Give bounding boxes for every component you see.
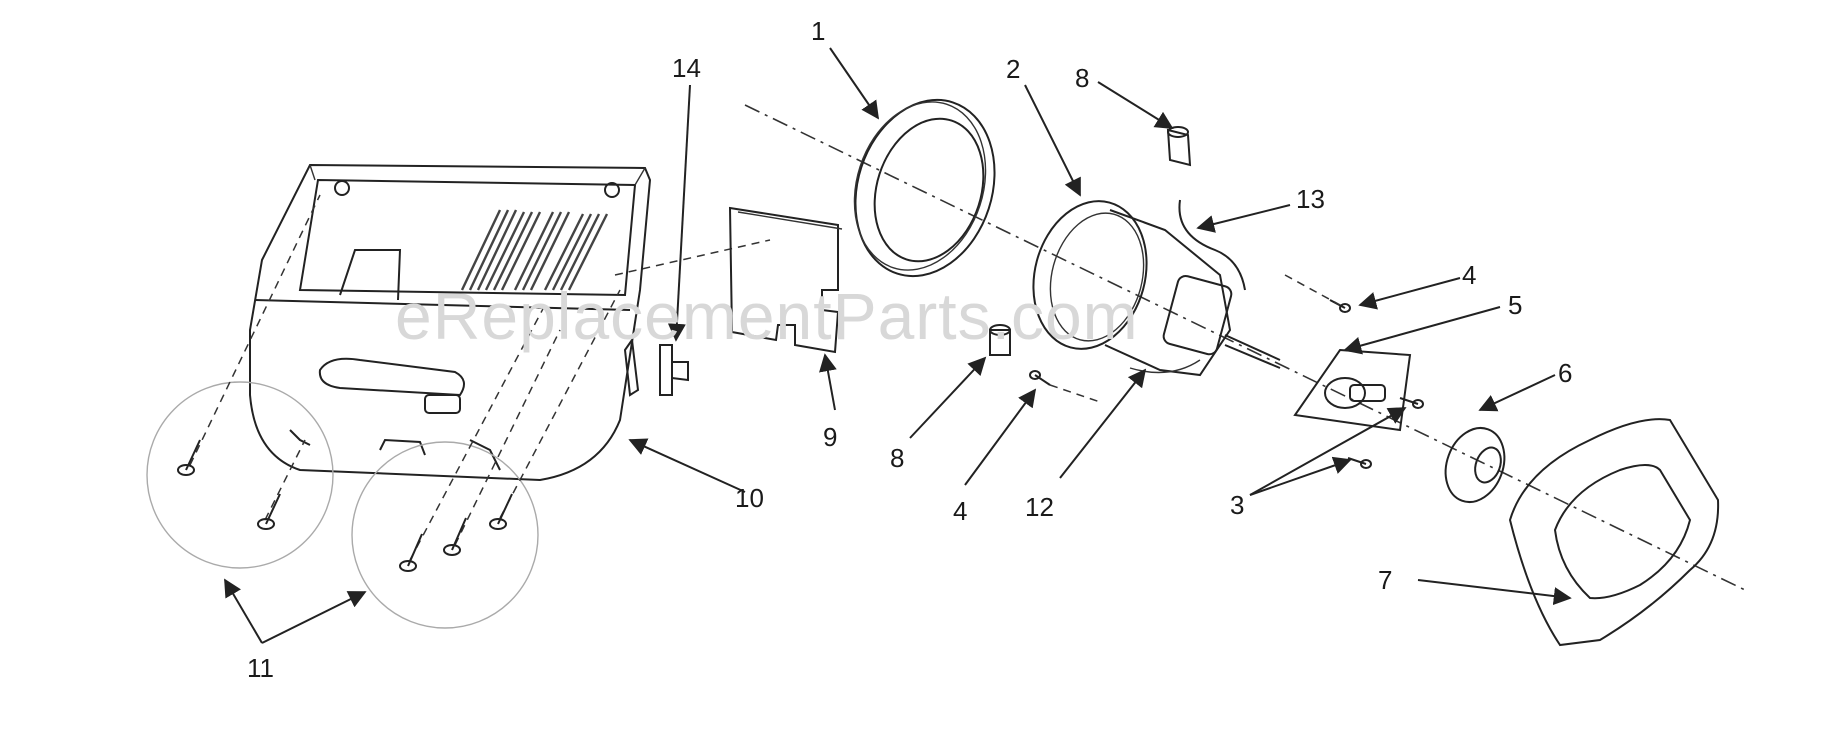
callout-2: 2 <box>1006 54 1021 84</box>
clip-part-14 <box>659 344 689 396</box>
screw-part-4-bottom <box>1029 370 1051 386</box>
watermark-text: eReplacementParts.com <box>395 279 1139 353</box>
callout-12: 12 <box>1025 492 1054 522</box>
callout-14: 14 <box>672 53 701 83</box>
motor-part-2 <box>1032 199 1281 377</box>
screw-5 <box>489 493 513 530</box>
callout-7: 7 <box>1378 565 1393 595</box>
leader-arrows <box>224 47 1572 644</box>
plate-part-9 <box>728 206 843 354</box>
callout-4-top: 4 <box>1462 260 1477 290</box>
screw-part-3-bottom <box>1347 457 1372 469</box>
callout-1: 1 <box>811 16 826 46</box>
screw-part-4-top <box>1329 299 1351 313</box>
fan-part-6 <box>1444 427 1506 503</box>
housing-part <box>249 163 652 482</box>
screw-2 <box>257 493 281 530</box>
assembly-axis-line-left <box>614 239 771 276</box>
screw-1 <box>177 439 201 476</box>
detail-circle-left <box>146 381 334 569</box>
callout-8-top: 8 <box>1075 63 1090 93</box>
housing-grille <box>460 209 609 291</box>
bracket-part-5 <box>1293 348 1412 432</box>
callout-6: 6 <box>1558 358 1573 388</box>
filter-ring-part-1 <box>853 98 996 278</box>
callout-4-bottom: 4 <box>953 496 968 526</box>
screw-4 <box>443 517 467 556</box>
callout-11: 11 <box>247 653 274 683</box>
brush-cap-part-8-top <box>1166 126 1192 167</box>
callout-8-bottom: 8 <box>890 443 905 473</box>
callout-3: 3 <box>1230 490 1245 520</box>
callout-9: 9 <box>823 422 838 452</box>
brush-cap-part-8-bottom <box>989 324 1011 356</box>
callout-10: 10 <box>735 483 764 513</box>
screw-3 <box>399 533 423 572</box>
detail-circle-right <box>351 441 539 629</box>
callout-13: 13 <box>1296 184 1325 214</box>
cover-part-7 <box>1508 418 1720 647</box>
screw-part-3-top <box>1399 397 1424 409</box>
screws-part-11 <box>146 194 621 629</box>
callout-5: 5 <box>1508 290 1523 320</box>
